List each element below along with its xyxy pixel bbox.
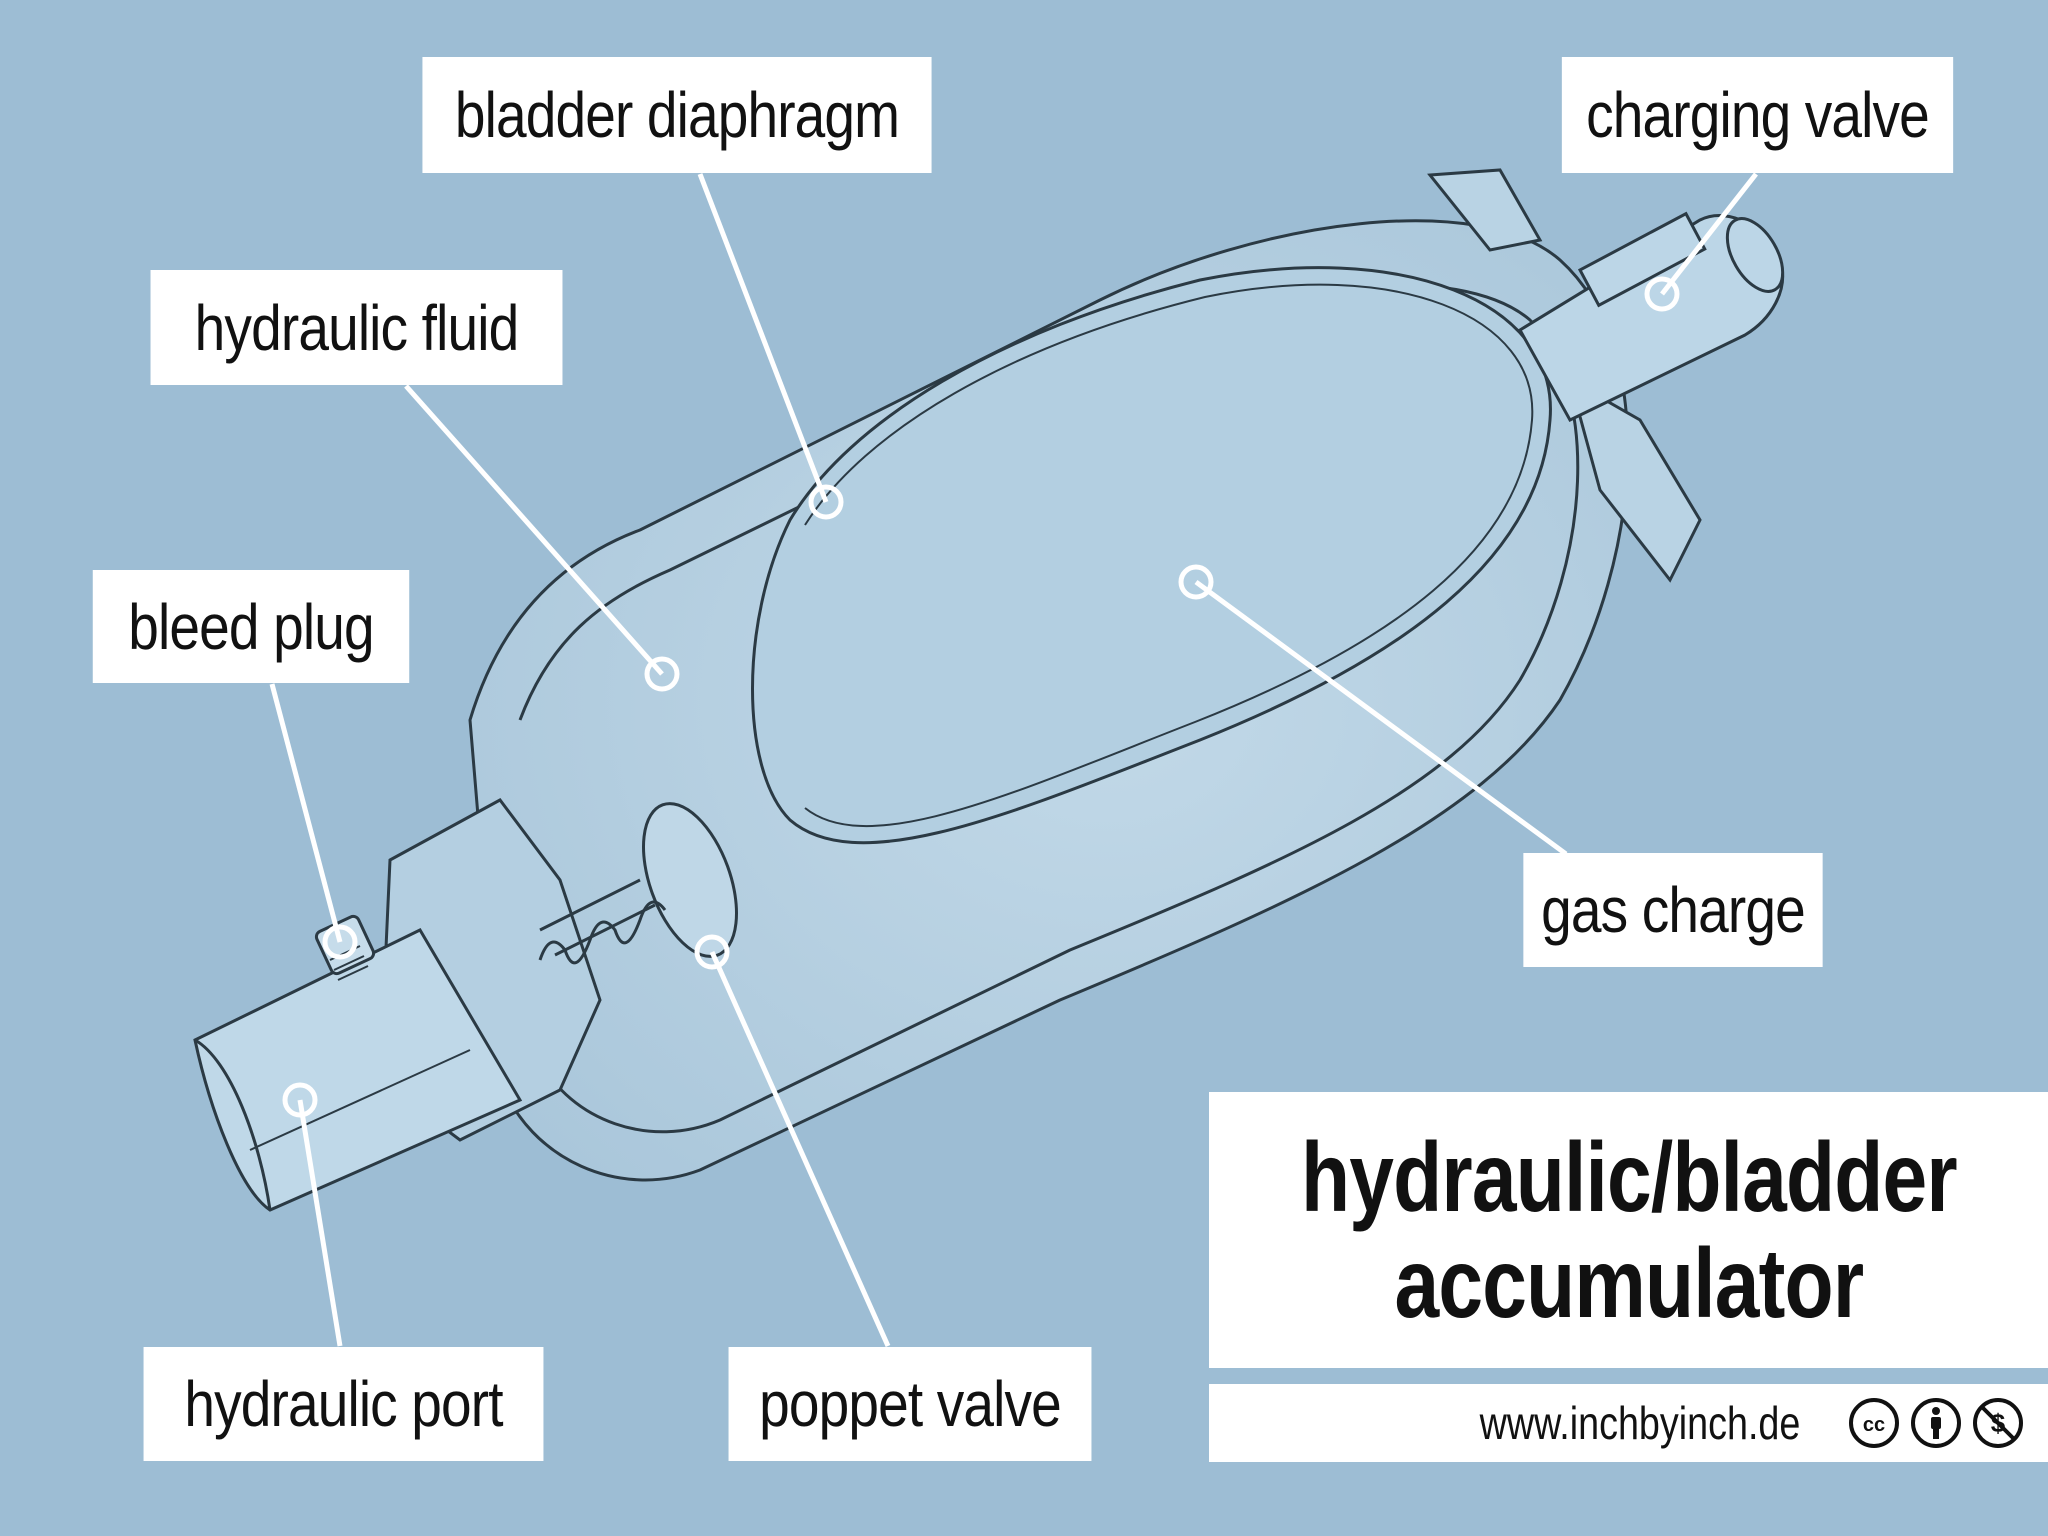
leader-poppet-valve — [709, 950, 891, 1348]
marker-charging-valve — [1644, 276, 1680, 312]
cc-icon: cc — [1849, 1398, 1899, 1448]
label-hydraulic-fluid: hydraulic fluid — [150, 270, 563, 385]
leader-hydraulic-port — [297, 1099, 343, 1347]
marker-hydraulic-port — [282, 1082, 318, 1118]
bladder — [751, 266, 1552, 845]
label-bladder-diaphragm-text: bladder diaphragm — [454, 79, 900, 151]
title-box: hydraulic/bladder accumulator — [1209, 1092, 2048, 1368]
title-line-1: hydraulic/bladder — [1300, 1122, 1958, 1232]
leader-bleed-plug — [269, 683, 343, 943]
site-url[interactable]: www.inchbyinch.de — [1479, 1397, 1801, 1449]
hydraulic-port-tube — [193, 928, 523, 1212]
label-gas-charge: gas charge — [1523, 853, 1823, 967]
svg-text:$: $ — [1991, 1408, 2006, 1438]
label-charging-valve: charging valve — [1561, 57, 1954, 173]
label-charging-valve-text: charging valve — [1586, 79, 1930, 151]
marker-hydraulic-fluid — [644, 656, 680, 692]
mount-fin — [1427, 168, 1702, 583]
noncommercial-icon: $ — [1973, 1398, 2023, 1448]
label-bleed-plug: bleed plug — [92, 570, 410, 683]
marker-poppet-valve — [694, 934, 730, 970]
leader-gas-charge — [1194, 579, 1568, 857]
label-hydraulic-port: hydraulic port — [143, 1347, 544, 1461]
attribution-icon — [1911, 1398, 1961, 1448]
leader-bladder-diaphragm — [697, 173, 829, 503]
marker-bladder-diaphragm — [808, 484, 844, 520]
marker-bleed-plug — [322, 924, 358, 960]
label-poppet-valve: poppet valve — [728, 1347, 1092, 1461]
cc-icon-text: cc — [1863, 1414, 1885, 1436]
marker-gas-charge — [1178, 564, 1214, 600]
charging-valve-stem — [1517, 211, 1785, 422]
leader-hydraulic-fluid — [404, 384, 664, 676]
footer-box — [1209, 1384, 2048, 1462]
label-bleed-plug-text: bleed plug — [128, 590, 374, 663]
label-bladder-diaphragm: bladder diaphragm — [422, 57, 932, 173]
leader-markers — [282, 276, 1680, 1118]
label-hydraulic-fluid-text: hydraulic fluid — [194, 291, 519, 364]
leader-lines — [269, 172, 1758, 1348]
label-hydraulic-port-text: hydraulic port — [184, 1368, 503, 1440]
label-gas-charge-text: gas charge — [1541, 874, 1806, 946]
label-poppet-valve-text: poppet valve — [759, 1368, 1062, 1440]
leader-charging-valve — [1660, 172, 1758, 296]
title-line-2: accumulator — [1394, 1228, 1864, 1338]
